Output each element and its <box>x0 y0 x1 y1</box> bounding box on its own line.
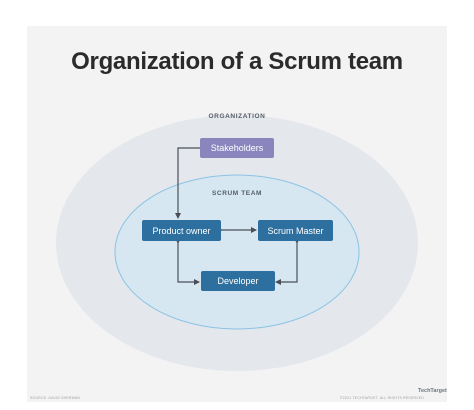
scrum-master-node: Scrum Master <box>258 220 333 241</box>
arrow-scrum-master-developer <box>275 238 300 285</box>
diagram-title: Organization of a Scrum team <box>71 48 403 75</box>
copyright-notice: ©2021 TECHTARGET. ALL RIGHTS RESERVED <box>340 396 424 400</box>
product-owner-node: Product owner <box>142 220 221 241</box>
organization-label: ORGANIZATION <box>208 113 266 120</box>
scrum-team-label: SCRUM TEAM <box>211 190 263 197</box>
brand-logo: TechTarget <box>418 388 447 394</box>
source-credit: SOURCE: DAVID SHERMAN <box>30 396 81 400</box>
arrow-stakeholders-to-product-owner <box>175 147 200 219</box>
developer-node: Developer <box>201 271 275 291</box>
scrum-team-ellipse <box>114 174 360 330</box>
arrow-product-owner-developer <box>175 238 200 285</box>
stakeholders-node: Stakeholders <box>200 138 274 158</box>
